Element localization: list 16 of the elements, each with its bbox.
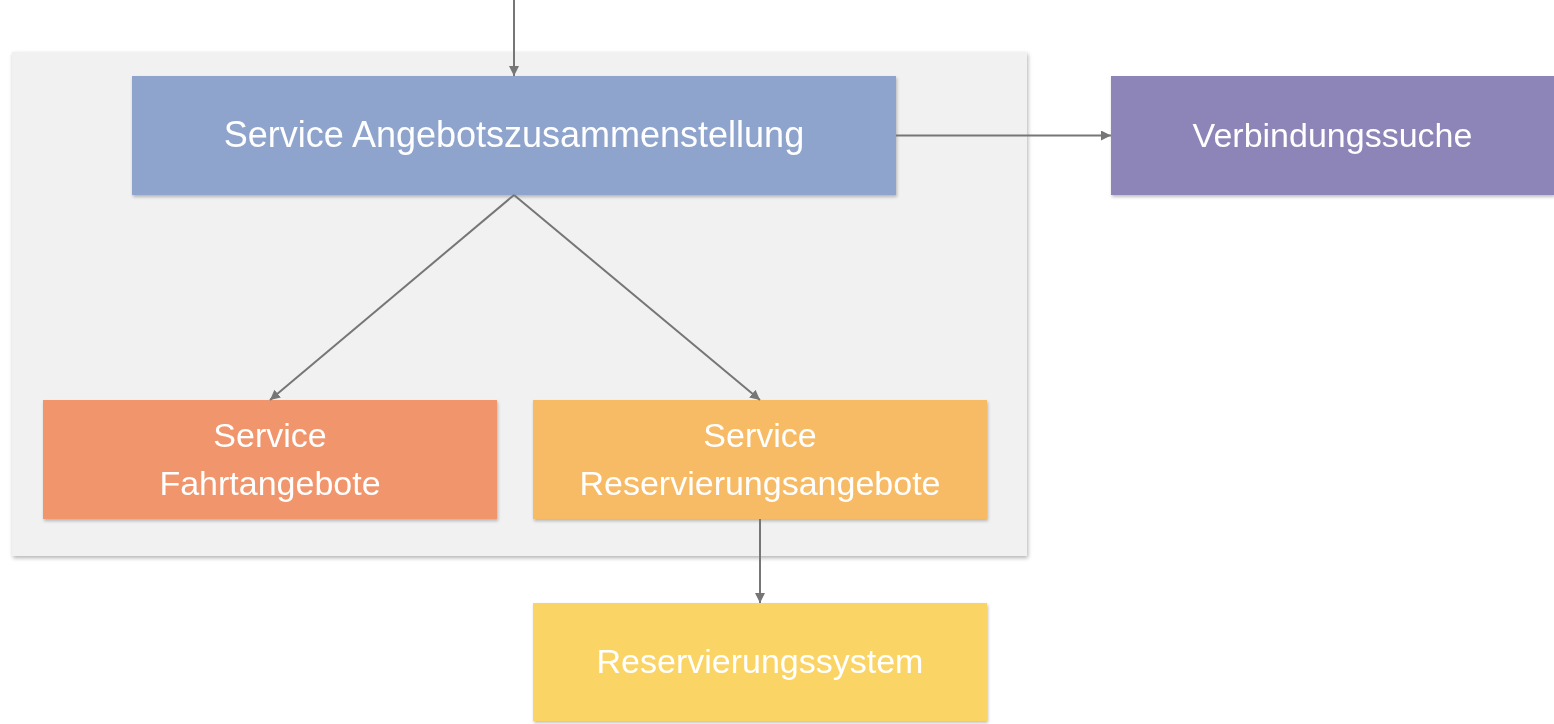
process-box: [533, 400, 987, 519]
box-label: Reservierungssystem: [595, 641, 925, 683]
arrow: [509, 0, 519, 77]
process-box: [533, 603, 987, 721]
box-label: Verbindungssuche: [1191, 114, 1474, 156]
arrow: [513, 194, 761, 401]
process-box: [132, 76, 896, 195]
panel-background: [12, 52, 1027, 556]
arrow: [895, 130, 1112, 141]
box-label: Service Fahrtangebote: [158, 414, 382, 504]
box-label: Service Reservierungsangebote: [578, 414, 942, 504]
arrow: [755, 518, 765, 604]
box-label: Service Angebotszusammenstellung: [222, 113, 806, 158]
arrow: [269, 194, 515, 401]
process-box: [1111, 76, 1554, 195]
process-box: [43, 400, 497, 519]
